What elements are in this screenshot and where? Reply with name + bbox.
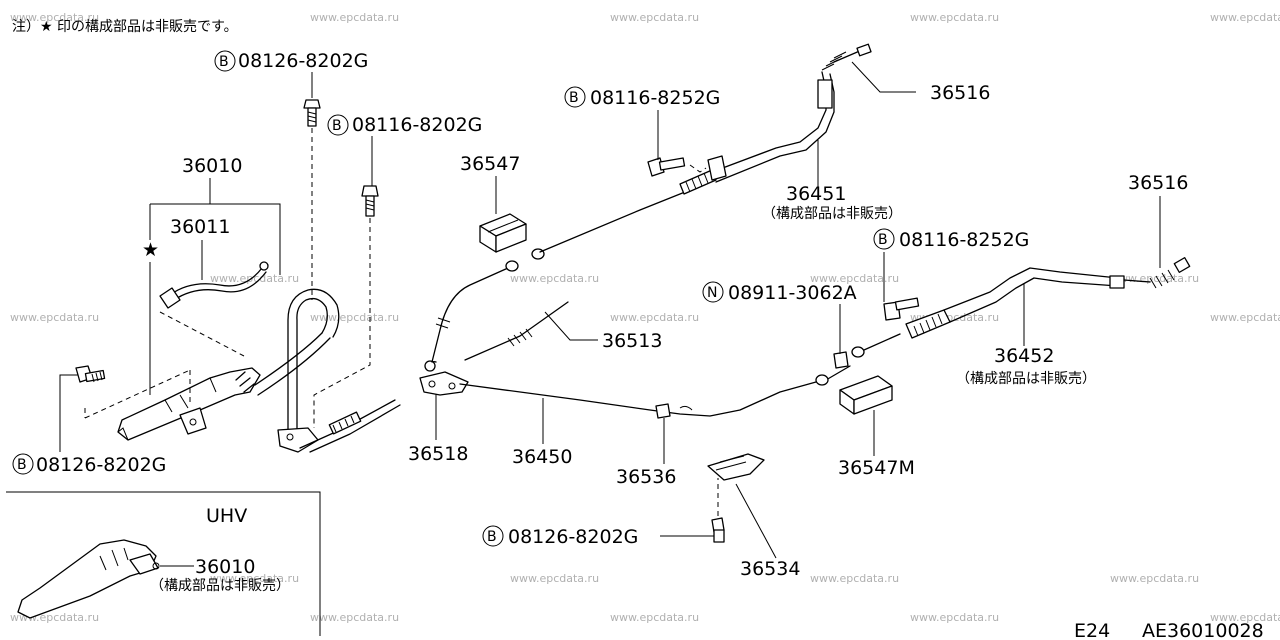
bolt-top bbox=[303, 99, 321, 300]
label-36534: 36534 bbox=[740, 558, 800, 580]
label-36451-note: （構成部品は非販売） bbox=[762, 206, 902, 222]
b-marker: B bbox=[17, 457, 27, 473]
label-08116-8202g: 08116-8202G bbox=[352, 114, 482, 136]
b-marker: B bbox=[569, 90, 579, 106]
label-08126-8202g-left: 08126-8202G bbox=[36, 454, 166, 476]
watermark: www.epcdata.ru bbox=[310, 311, 399, 324]
grommet-36547 bbox=[479, 213, 527, 253]
footer-page: E24 bbox=[1074, 620, 1110, 640]
b-marker: B bbox=[332, 118, 342, 134]
inset-title: UHV bbox=[206, 505, 247, 527]
label-36451: 36451 bbox=[786, 183, 846, 205]
rear-cable-36451 bbox=[539, 43, 872, 253]
brake-lever-assembly bbox=[84, 261, 401, 453]
bolt-left bbox=[75, 365, 106, 383]
watermark: www.epcdata.ru bbox=[210, 272, 299, 285]
watermark: www.epcdata.ru bbox=[610, 311, 699, 324]
label-36450: 36450 bbox=[512, 446, 572, 468]
b-marker: B bbox=[487, 529, 497, 545]
b-marker: B bbox=[219, 54, 229, 70]
label-36536: 36536 bbox=[616, 466, 676, 488]
label-36452-note: （構成部品は非販売） bbox=[956, 371, 1096, 387]
label-36513: 36513 bbox=[602, 330, 662, 352]
watermark: www.epcdata.ru bbox=[1210, 11, 1280, 24]
prefix-markers: B B B B B N B bbox=[12, 50, 895, 547]
label-uhv-note: （構成部品は非販売） bbox=[150, 578, 290, 594]
note-text: 注）★ 印の構成部品は非販売です。 bbox=[12, 19, 238, 35]
cable-36450 bbox=[459, 381, 817, 419]
label-36516-right: 36516 bbox=[1128, 172, 1188, 194]
label-36011: 36011 bbox=[170, 216, 230, 238]
watermark: www.epcdata.ru bbox=[610, 11, 699, 24]
watermark: www.epcdata.ru bbox=[10, 311, 99, 324]
star-marker: ★ bbox=[142, 239, 159, 261]
n-marker: N bbox=[707, 285, 717, 301]
label-36547m: 36547M bbox=[838, 457, 915, 479]
watermark: www.epcdata.ru bbox=[510, 272, 599, 285]
rear-cable-36452 bbox=[815, 257, 1191, 386]
label-08126-8202g-bottom: 08126-8202G bbox=[508, 526, 638, 548]
grommet-36547m bbox=[839, 375, 893, 415]
watermark: www.epcdata.ru bbox=[310, 611, 399, 624]
watermark-group: www.epcdata.ru www.epcdata.ru www.epcdat… bbox=[10, 11, 1280, 624]
label-08911-3062a: 08911-3062A bbox=[728, 282, 857, 304]
watermark: www.epcdata.ru bbox=[310, 11, 399, 24]
label-08126-8202g-top: 08126-8202G bbox=[238, 50, 368, 72]
label-36547: 36547 bbox=[460, 153, 520, 175]
equalizer bbox=[419, 248, 569, 396]
footer-code: AE36010028 bbox=[1142, 620, 1264, 640]
label-uhv-36010: 36010 bbox=[195, 556, 255, 578]
label-36516-top: 36516 bbox=[930, 82, 990, 104]
b-marker: B bbox=[878, 232, 888, 248]
watermark: www.epcdata.ru bbox=[810, 272, 899, 285]
label-08116-8252g-right: 08116-8252G bbox=[899, 229, 1029, 251]
watermark: www.epcdata.ru bbox=[910, 11, 999, 24]
watermark: www.epcdata.ru bbox=[1210, 311, 1280, 324]
uhv-inset bbox=[6, 491, 321, 636]
bracket-36534 bbox=[707, 453, 765, 543]
bolt-mid bbox=[313, 185, 379, 428]
watermark: www.epcdata.ru bbox=[510, 572, 599, 585]
leader-lines bbox=[59, 61, 1161, 567]
label-36518: 36518 bbox=[408, 443, 468, 465]
watermark: www.epcdata.ru bbox=[910, 611, 999, 624]
watermark: www.epcdata.ru bbox=[810, 572, 899, 585]
label-36010: 36010 bbox=[182, 155, 242, 177]
watermark: www.epcdata.ru bbox=[1110, 572, 1199, 585]
label-08116-8252g-cable: 08116-8252G bbox=[590, 87, 720, 109]
watermark: www.epcdata.ru bbox=[210, 572, 299, 585]
watermark: www.epcdata.ru bbox=[10, 11, 99, 24]
watermark: www.epcdata.ru bbox=[610, 611, 699, 624]
label-36452: 36452 bbox=[994, 345, 1054, 367]
watermark: www.epcdata.ru bbox=[1210, 611, 1280, 624]
watermark: www.epcdata.ru bbox=[1110, 272, 1199, 285]
